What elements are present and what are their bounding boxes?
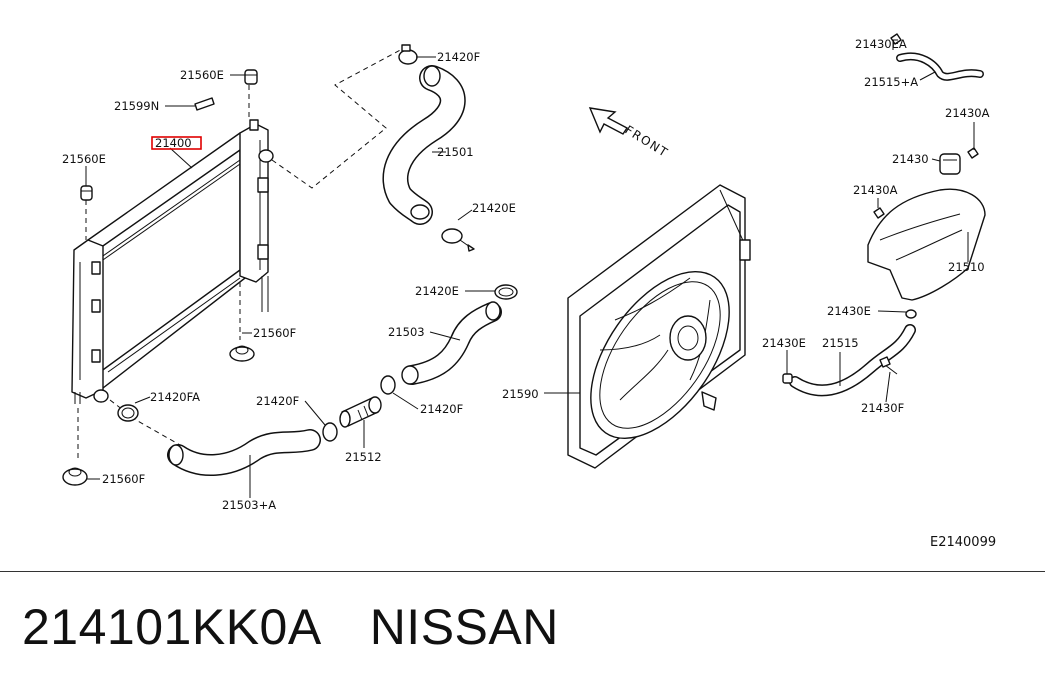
footer-caption: 214101KK0A NISSAN [22,598,607,656]
diagram-code: E2140099 [930,535,996,550]
callout-21510: 21510 [948,260,985,274]
front-label: FRONT [622,123,671,161]
callout-21430A-top: 21430A [945,106,990,120]
callout-21430A-mid: 21430A [853,183,898,197]
bolt-21430F[interactable] [879,356,898,375]
callout-21420E-upper: 21420E [472,201,516,215]
footer-divider [0,571,1045,572]
part-number: 214101KK0A [22,599,322,655]
clamp-21420E-upper[interactable] [441,228,475,252]
callout-21512: 21512 [345,450,382,464]
callout-21503A: 21503+A [222,498,276,512]
radiator-21400[interactable] [71,119,274,404]
callout-21420F-left: 21420F [256,394,299,408]
callout-21503: 21503 [388,325,425,339]
callout-21420F-top: 21420F [437,50,480,64]
label-tag-21599N[interactable] [194,97,215,111]
callout-21515: 21515 [822,336,859,350]
clamp-21420FA[interactable] [117,404,139,422]
highlight-box-21400 [151,136,202,150]
callout-21430: 21430 [892,152,929,166]
brand-name: NISSAN [369,599,559,655]
callout-21420E-mid: 21420E [415,284,459,298]
clip-21430E-low[interactable] [782,373,793,384]
fan-shroud-21590[interactable] [563,184,757,469]
hose-21515[interactable] [789,324,916,397]
hose-21503[interactable] [401,301,502,385]
mount-21560F-bottom[interactable] [62,467,88,486]
callout-21400[interactable]: 21400 [155,136,192,150]
clamp-21420F-left[interactable] [322,422,338,442]
callout-21560E-top: 21560E [180,68,224,82]
hose-21515A[interactable] [896,52,984,81]
callout-21430F: 21430F [861,401,904,415]
reservoir-tank-21510[interactable] [867,188,986,301]
hose-21501[interactable] [382,65,466,225]
callout-21430E-low: 21430E [762,336,806,350]
callout-21560F-bottom: 21560F [102,472,145,486]
reservoir-cap-21430[interactable] [939,153,961,175]
callout-21599N: 21599N [114,99,159,113]
callout-21560E-left: 21560E [62,152,106,166]
clamp-21420E-mid[interactable] [494,284,518,300]
callout-21515A: 21515+A [864,75,918,89]
callout-21430E-mid: 21430E [827,304,871,318]
callout-21501: 21501 [437,145,474,159]
hose-21503A[interactable] [167,429,321,476]
front-direction-arrow [588,107,629,135]
cushion-21560E-top[interactable] [244,69,258,85]
leader-lines [85,40,975,498]
callout-21420F-right: 21420F [420,402,463,416]
clip-21430A-mid[interactable] [873,207,885,219]
cushion-21560E-left[interactable] [80,185,93,201]
callout-21420FA: 21420FA [150,390,200,404]
clip-21430E-mid[interactable] [905,309,917,319]
clamp-21420F-top[interactable] [398,44,418,65]
mount-21560F-mid[interactable] [229,345,255,362]
parts-diagram: FRONT [62,33,996,550]
callout-21430EA: 21430EA [855,37,907,51]
callout-21560F-mid: 21560F [253,326,296,340]
clamp-21420F-right[interactable] [380,375,396,395]
connector-21512[interactable] [339,396,382,428]
callout-21590: 21590 [502,387,539,401]
clip-21430A-top[interactable] [967,147,979,159]
